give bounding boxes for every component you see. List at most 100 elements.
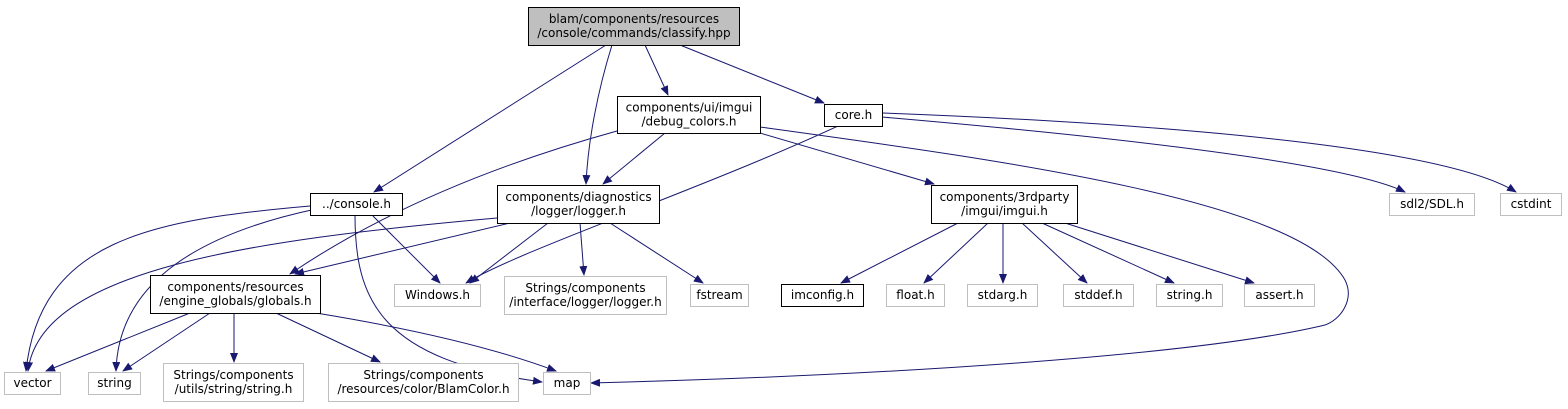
node-label: sdl2/SDL.h bbox=[1400, 197, 1464, 211]
node-label: /resources/color/BlamColor.h bbox=[337, 382, 509, 396]
node-box bbox=[543, 372, 591, 395]
node-box bbox=[1389, 193, 1475, 216]
edge-imgui-to-imconfig bbox=[840, 222, 959, 284]
node-box bbox=[931, 185, 1078, 224]
node-cstdint[interactable]: cstdint bbox=[1500, 193, 1562, 216]
edge-classify-to-logger bbox=[582, 44, 613, 185]
node-stddef[interactable]: stddef.h bbox=[1063, 284, 1134, 307]
node-str-string[interactable]: Strings/components/utils/string/string.h bbox=[163, 363, 304, 402]
node-label: Strings/components bbox=[363, 368, 483, 382]
edge-imgui-to-assert bbox=[1064, 222, 1255, 285]
node-label: /debug_colors.h bbox=[641, 115, 736, 129]
node-box bbox=[1500, 193, 1562, 216]
node-string[interactable]: string bbox=[88, 372, 141, 395]
node-label: /interface/logger/logger.h bbox=[509, 295, 661, 309]
edge-core-to-sdl bbox=[881, 116, 1406, 193]
node-box bbox=[690, 284, 749, 307]
edges-layer bbox=[22, 44, 1517, 387]
node-str-color[interactable]: Strings/components/resources/color/BlamC… bbox=[328, 363, 519, 402]
node-box bbox=[1156, 284, 1223, 307]
node-debug-colors[interactable]: components/ui/imgui/debug_colors.h bbox=[617, 96, 761, 134]
node-imconfig[interactable]: imconfig.h bbox=[781, 284, 864, 307]
edge-globals-to-string bbox=[122, 312, 211, 372]
node-box bbox=[617, 96, 761, 134]
node-label: /utils/string/string.h bbox=[175, 382, 293, 396]
edge-debug_colors-to-imgui bbox=[759, 132, 935, 186]
node-label: Windows.h bbox=[405, 288, 470, 302]
node-sdl[interactable]: sdl2/SDL.h bbox=[1389, 193, 1475, 216]
node-stdarg[interactable]: stdarg.h bbox=[967, 284, 1038, 307]
node-float[interactable]: float.h bbox=[886, 284, 945, 307]
edge-debug_colors-to-map bbox=[590, 126, 1349, 387]
node-logger[interactable]: components/diagnostics/logger/logger.h bbox=[497, 185, 660, 224]
node-box bbox=[967, 284, 1038, 307]
edge-logger-to-globals bbox=[294, 222, 511, 276]
edge-globals-to-str_color bbox=[275, 312, 381, 363]
node-label: stddef.h bbox=[1074, 288, 1122, 302]
node-label: string.h bbox=[1167, 288, 1213, 302]
node-label: cstdint bbox=[1511, 197, 1552, 211]
node-label: ../console.h bbox=[322, 197, 391, 211]
edge-globals-to-map bbox=[315, 312, 557, 372]
node-label: components/ui/imgui bbox=[626, 101, 753, 115]
node-label: /logger/logger.h bbox=[531, 204, 626, 218]
node-string-h[interactable]: string.h bbox=[1156, 284, 1223, 307]
node-console[interactable]: ../console.h bbox=[310, 193, 403, 216]
node-box bbox=[88, 372, 141, 395]
node-label: string bbox=[97, 376, 131, 390]
node-box bbox=[886, 284, 945, 307]
edge-console-to-windows bbox=[371, 214, 441, 284]
node-box bbox=[528, 7, 740, 46]
node-label: Strings/components bbox=[173, 368, 293, 382]
node-label: float.h bbox=[896, 288, 934, 302]
node-label: Strings/components bbox=[525, 281, 645, 295]
node-core[interactable]: core.h bbox=[824, 104, 883, 127]
node-globals[interactable]: components/resources/engine_globals/glob… bbox=[150, 275, 321, 314]
node-label: vector bbox=[13, 376, 51, 390]
edge-globals-to-vector bbox=[45, 312, 191, 372]
node-map[interactable]: map bbox=[543, 372, 591, 395]
node-classify[interactable]: blam/components/resources/console/comman… bbox=[528, 7, 740, 46]
node-box bbox=[497, 185, 660, 224]
edge-logger-to-vector bbox=[25, 217, 498, 372]
node-box bbox=[1244, 284, 1315, 307]
node-windows[interactable]: Windows.h bbox=[394, 284, 481, 307]
node-box bbox=[824, 104, 883, 127]
node-label: /imgui/imgui.h bbox=[961, 204, 1048, 218]
node-label: assert.h bbox=[1255, 288, 1303, 302]
node-box bbox=[394, 284, 481, 307]
node-label: components/resources bbox=[167, 280, 303, 294]
node-vector[interactable]: vector bbox=[4, 372, 61, 395]
edge-logger-to-str_logger bbox=[579, 222, 588, 276]
edge-classify-to-debug_colors bbox=[644, 44, 669, 96]
node-label: /engine_globals/globals.h bbox=[159, 294, 311, 308]
node-label: core.h bbox=[835, 108, 872, 122]
node-box bbox=[781, 284, 864, 307]
edge-logger-to-fstream bbox=[609, 222, 704, 284]
node-assert[interactable]: assert.h bbox=[1244, 284, 1315, 307]
edge-classify-to-core bbox=[679, 44, 825, 104]
node-label: map bbox=[554, 376, 581, 390]
node-imgui[interactable]: components/3rdparty/imgui/imgui.h bbox=[931, 185, 1078, 224]
node-box bbox=[1063, 284, 1134, 307]
node-box bbox=[4, 372, 61, 395]
node-label: components/diagnostics bbox=[505, 190, 651, 204]
edge-logger-to-windows bbox=[469, 222, 549, 284]
node-box bbox=[310, 193, 403, 216]
node-box bbox=[328, 363, 519, 402]
edge-imgui-to-string_h bbox=[1041, 222, 1175, 284]
nodes-layer: blam/components/resources/console/comman… bbox=[4, 7, 1562, 402]
node-label: /console/commands/classify.hpp bbox=[537, 26, 730, 40]
node-str-logger[interactable]: Strings/components/interface/logger/logg… bbox=[504, 276, 667, 315]
edge-debug_colors-to-globals bbox=[289, 130, 618, 275]
edge-imgui-to-float bbox=[923, 222, 989, 284]
node-fstream[interactable]: fstream bbox=[690, 284, 749, 307]
node-label: components/3rdparty bbox=[940, 190, 1070, 204]
edge-core-to-cstdint bbox=[881, 112, 1517, 193]
edge-imgui-to-stddef bbox=[1021, 222, 1088, 284]
node-label: imconfig.h bbox=[791, 288, 854, 302]
node-label: fstream bbox=[696, 288, 742, 302]
node-box bbox=[504, 276, 667, 315]
node-box bbox=[150, 275, 321, 314]
